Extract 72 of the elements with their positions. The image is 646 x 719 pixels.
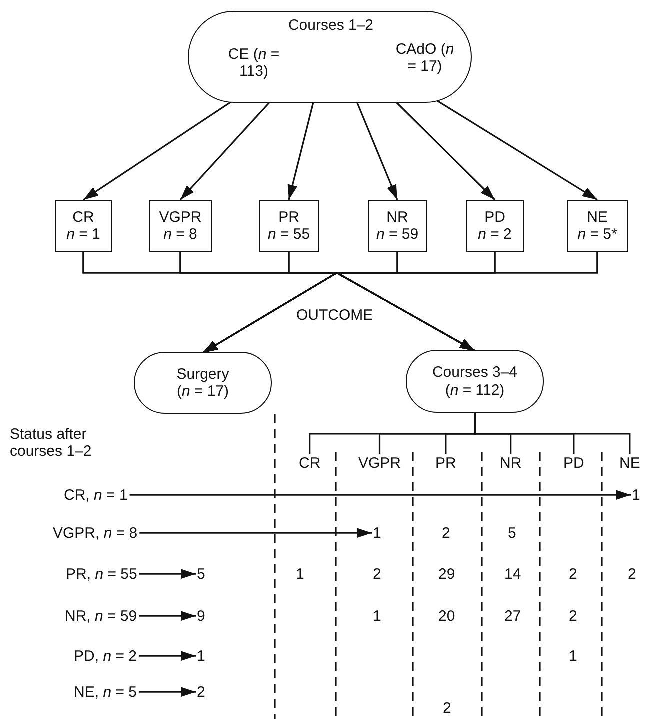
box-label: Courses 3–4	[432, 364, 518, 382]
box-label: NR	[386, 208, 408, 226]
count-value: 1	[632, 486, 640, 504]
table-value: 29	[438, 566, 456, 583]
arrow	[130, 490, 631, 500]
count-value: 2	[197, 684, 206, 701]
arrow	[140, 528, 372, 538]
box-label: n = 55	[268, 226, 310, 244]
box-label: n = 8	[164, 226, 198, 244]
row-label: NR, n = 59	[65, 608, 138, 625]
response-box	[368, 200, 427, 252]
table-value: 1	[296, 566, 304, 583]
response-box	[567, 200, 628, 252]
row-label: NE, n = 5	[74, 684, 137, 701]
box-label: PD	[484, 208, 506, 226]
box-label: Courses 1–2	[288, 17, 374, 34]
count-value: 5	[197, 566, 206, 583]
box-label: (n = 112)	[445, 382, 505, 399]
count-value: 1	[197, 648, 206, 665]
arrow	[436, 100, 598, 201]
box-label: n = 5*	[578, 226, 618, 244]
box-label: CE (n = 113)	[227, 46, 281, 80]
box-label: NE	[587, 208, 608, 226]
box-label: VGPR	[159, 208, 202, 226]
table-value: 2	[569, 608, 578, 625]
count-value: 9	[197, 608, 206, 625]
row-label: PD, n = 2	[74, 648, 137, 665]
arrow	[138, 651, 196, 662]
column-heading: CR	[299, 455, 321, 472]
arrow	[395, 101, 496, 201]
arrow	[139, 569, 196, 580]
table-value: 27	[504, 608, 522, 625]
box-label: (n = 17)	[176, 383, 230, 400]
count-value: 1	[373, 524, 382, 542]
response-box	[259, 200, 319, 252]
box-label: n = 2	[478, 226, 512, 244]
table-value: 20	[438, 608, 456, 625]
arrow	[138, 687, 196, 698]
response-box	[55, 200, 112, 252]
arrow	[180, 101, 271, 201]
outcome-label: OUTCOME	[296, 306, 374, 324]
table-value: 5	[508, 524, 516, 542]
column-heading: NE	[620, 455, 640, 472]
box-label: CAdO (n = 17)	[394, 41, 456, 76]
response-box	[149, 200, 212, 252]
table-value: 2	[373, 566, 382, 583]
row-heading: Status after courses 1–2	[10, 426, 93, 460]
box-label: CR	[72, 208, 94, 226]
column-heading: VGPR	[358, 455, 402, 472]
arrow	[139, 611, 196, 622]
arrow	[83, 101, 232, 201]
box-label: Surgery	[176, 366, 230, 383]
response-box	[466, 200, 524, 252]
row-label: PR, n = 55	[66, 566, 138, 583]
row-label: VGPR, n = 8	[53, 524, 138, 542]
column-heading: NR	[500, 455, 522, 472]
table-value: 2	[569, 566, 578, 583]
box-label: n = 59	[376, 226, 419, 244]
box-label: PR	[278, 208, 300, 226]
arrow	[288, 102, 314, 200]
table-value: 14	[504, 566, 522, 583]
arrow	[356, 102, 398, 200]
table-value: 1	[569, 648, 578, 665]
table-value: 1	[373, 608, 382, 625]
table-value: 2	[443, 700, 452, 717]
connector-line	[474, 413, 631, 454]
table-value: 2	[442, 524, 450, 542]
table-value: 2	[628, 566, 636, 583]
row-label: CR, n = 1	[64, 486, 128, 504]
box-label: n = 1	[66, 226, 100, 244]
column-heading: PD	[564, 455, 584, 472]
column-heading: PR	[436, 455, 456, 472]
